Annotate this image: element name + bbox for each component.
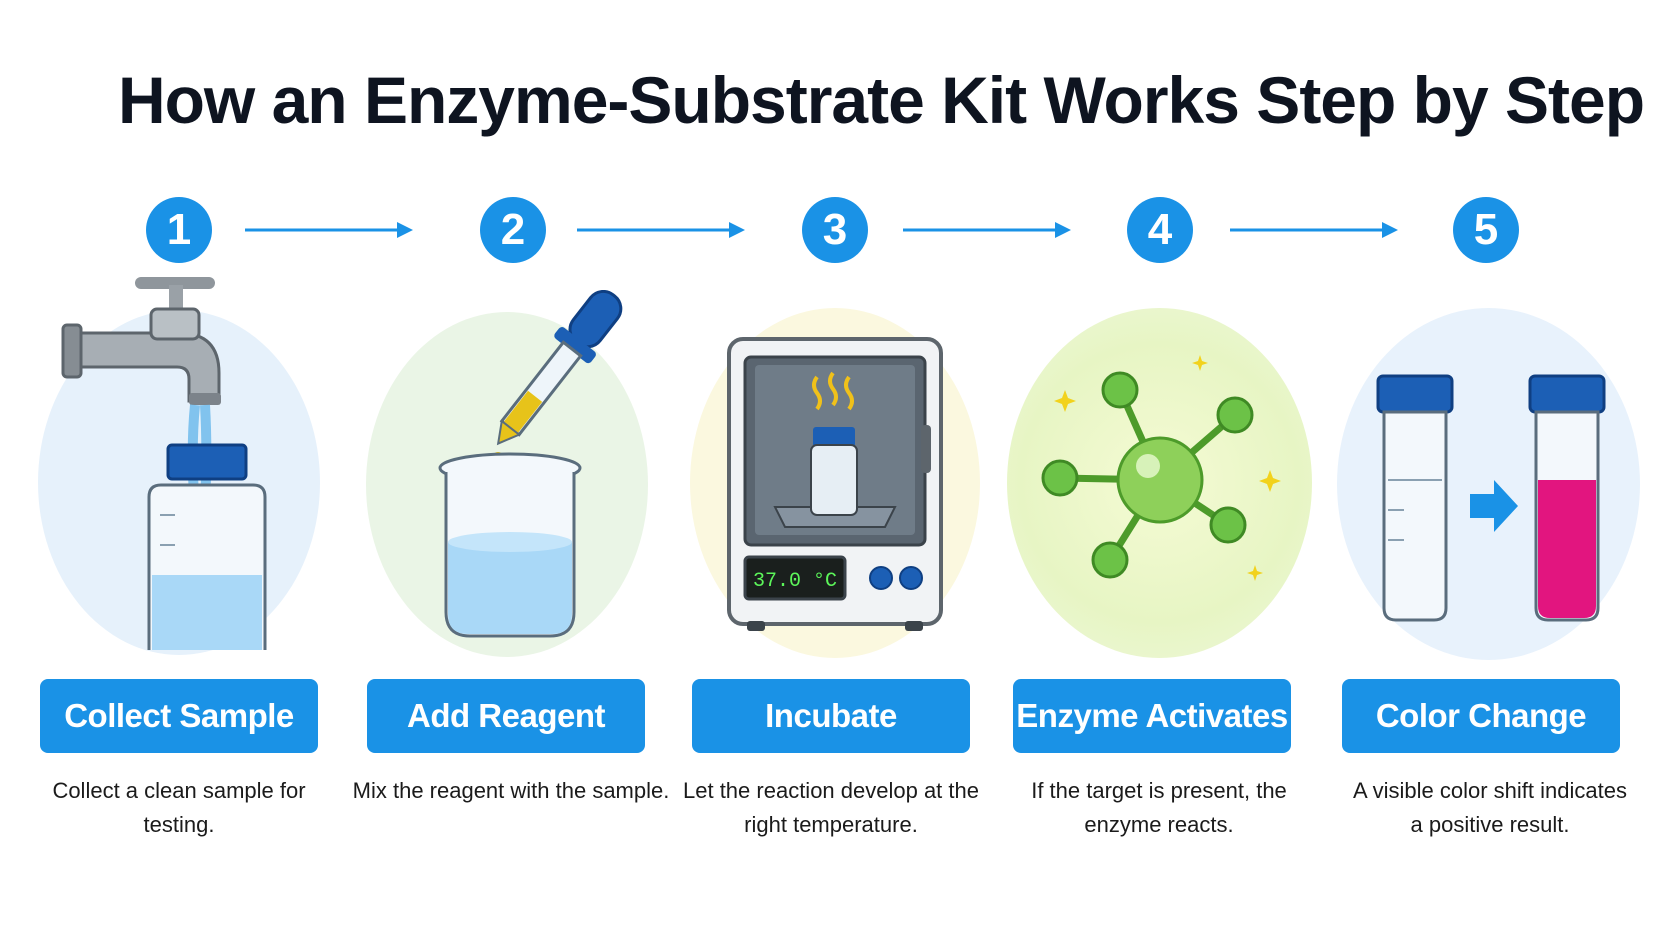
step-3-description-line-1: Let the reaction develop at the [683, 778, 979, 803]
bottle-icon [147, 443, 267, 650]
step-2-label: Add Reagent [367, 679, 645, 753]
dropper-beaker-illustration [438, 290, 623, 638]
step-1-description-line-1: Collect a clean sample for testing. [52, 778, 306, 837]
step-4-badge: 4 [1127, 197, 1193, 263]
pink-vial-icon [1528, 374, 1606, 622]
step-4-description-line-2: enzyme reacts. [1084, 812, 1234, 837]
incubator-illustration: 37.0 °C [727, 337, 943, 631]
step-4-description: If the target is present, the enzyme rea… [999, 774, 1319, 842]
step-5-description-line-2: a positive result. [1410, 812, 1570, 837]
knob-icon [869, 566, 893, 590]
step-1-label: Collect Sample [40, 679, 318, 753]
dropper-icon [496, 290, 623, 446]
step-arrow-1-2 [245, 222, 413, 238]
page-title: How an Enzyme-Substrate Kit Works Step b… [117, 63, 1645, 137]
step-arrow-4-5 [1230, 222, 1398, 238]
step-5-description-line-1: A visible color shift indicates [1353, 778, 1627, 803]
enzyme-core-icon [1116, 436, 1204, 524]
beaker-icon [438, 452, 582, 638]
sparkle-icon [1054, 355, 1281, 581]
step-1-badge: 1 [146, 197, 212, 263]
right-arrow-icon [1470, 480, 1518, 532]
vial-icon [810, 444, 858, 516]
color-change-illustration [1376, 374, 1606, 622]
step-5-badge: 5 [1453, 197, 1519, 263]
step-arrow-3-4 [903, 222, 1071, 238]
step-2-description: Mix the reagent with the sample. [351, 774, 671, 808]
step-3-description-line-2: right temperature. [744, 812, 918, 837]
heat-waves-icon [812, 371, 854, 411]
clear-vial-icon [1376, 374, 1454, 622]
step-5-description: A visible color shift indicates a positi… [1330, 774, 1650, 842]
step-arrow-2-3 [577, 222, 745, 238]
step-3-description: Let the reaction develop at the right te… [671, 774, 991, 842]
knob-icon [899, 566, 923, 590]
step-1-description: Collect a clean sample for testing. [19, 774, 339, 842]
step-4-description-line-1: If the target is present, the [1031, 778, 1287, 803]
faucet-icon [61, 277, 221, 405]
step-4-label: Enzyme Activates [1013, 679, 1291, 753]
step-3-badge: 3 [802, 197, 868, 263]
step-2-badge: 2 [480, 197, 546, 263]
temperature-readout: 37.0 °C [753, 570, 837, 593]
door-handle-icon [921, 425, 931, 473]
vial-cap-icon [813, 427, 855, 447]
step-3-label: Incubate [692, 679, 970, 753]
faucet-bottle-illustration [61, 277, 267, 650]
step-5-label: Color Change [1342, 679, 1620, 753]
step-2-description-line-1: Mix the reagent with the sample. [352, 778, 670, 803]
enzyme-molecule-illustration [1041, 355, 1281, 581]
